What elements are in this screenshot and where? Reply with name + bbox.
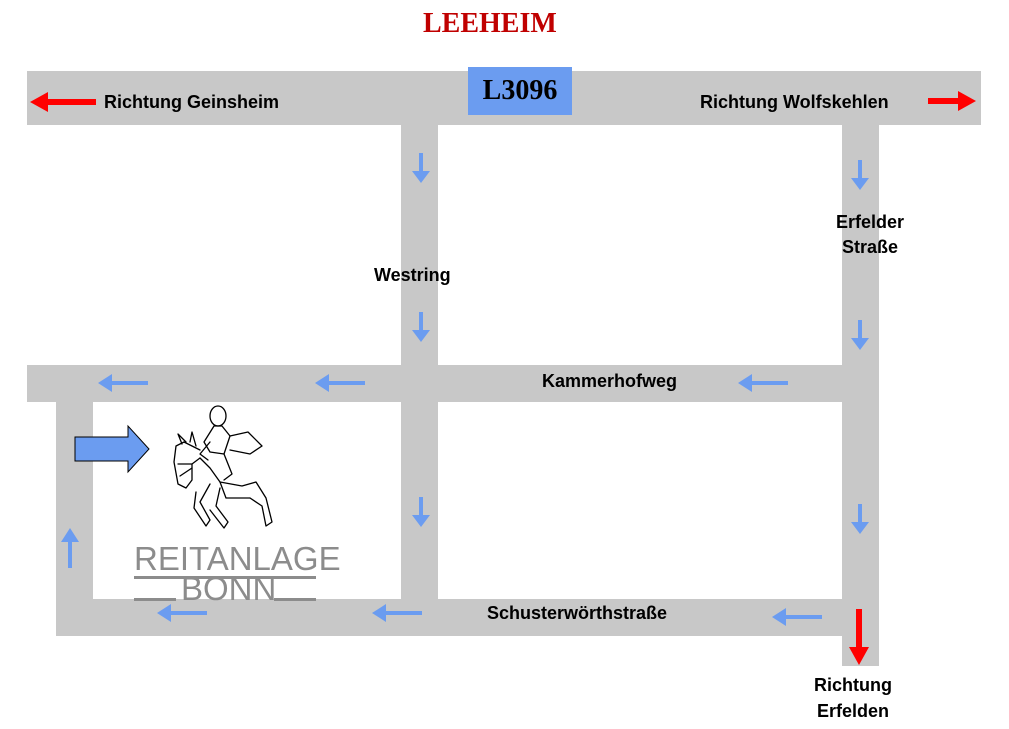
exit-arrow-west xyxy=(30,92,96,112)
label-kammerhofweg: Kammerhofweg xyxy=(542,371,678,391)
direction-arrow-down xyxy=(412,497,430,527)
exit-arrow-south xyxy=(849,609,869,665)
direction-arrow-left xyxy=(372,604,422,622)
logo-divider xyxy=(134,598,176,601)
destination-arrow xyxy=(74,424,150,474)
logo-text-bonn: BONN xyxy=(181,570,277,607)
direction-arrow-down xyxy=(851,160,869,190)
label-erfelder-strasse-line1: Erfelder xyxy=(835,212,905,232)
road-number-badge: L3096 xyxy=(468,67,572,115)
direction-arrow-left xyxy=(772,608,822,626)
label-richtung-erfelden-line1: Richtung xyxy=(814,675,892,695)
label-richtung-erfelden-line2: Erfelden xyxy=(816,701,890,721)
road-kammerhofweg xyxy=(27,365,879,402)
direction-arrow-left xyxy=(315,374,365,392)
direction-arrow-down xyxy=(851,320,869,350)
logo-divider xyxy=(274,598,316,601)
direction-arrow-down xyxy=(851,504,869,534)
label-schusterwoerthstrasse: Schusterwörthstraße xyxy=(487,603,668,623)
logo-text-reitanlage: REITANLAGE xyxy=(134,540,341,577)
label-westring: Westring xyxy=(374,265,451,285)
direction-arrow-left xyxy=(738,374,788,392)
label-richtung-wolfskehlen: Richtung Wolfskehlen xyxy=(700,92,889,112)
direction-arrow-down xyxy=(412,312,430,342)
horse-rider-logo-icon xyxy=(173,405,273,529)
road-schusterwoerthstrasse xyxy=(56,599,879,636)
map-title: LEEHEIM xyxy=(423,8,557,39)
exit-arrow-east xyxy=(928,91,976,111)
direction-arrow-left xyxy=(98,374,148,392)
direction-arrow-down xyxy=(412,153,430,183)
logo-divider xyxy=(134,576,316,579)
road-westring xyxy=(401,125,438,599)
label-richtung-geinsheim: Richtung Geinsheim xyxy=(104,92,280,112)
direction-arrow-left xyxy=(157,604,207,622)
direction-arrow-up xyxy=(61,528,79,568)
label-erfelder-strasse-line2: Straße xyxy=(841,237,899,257)
